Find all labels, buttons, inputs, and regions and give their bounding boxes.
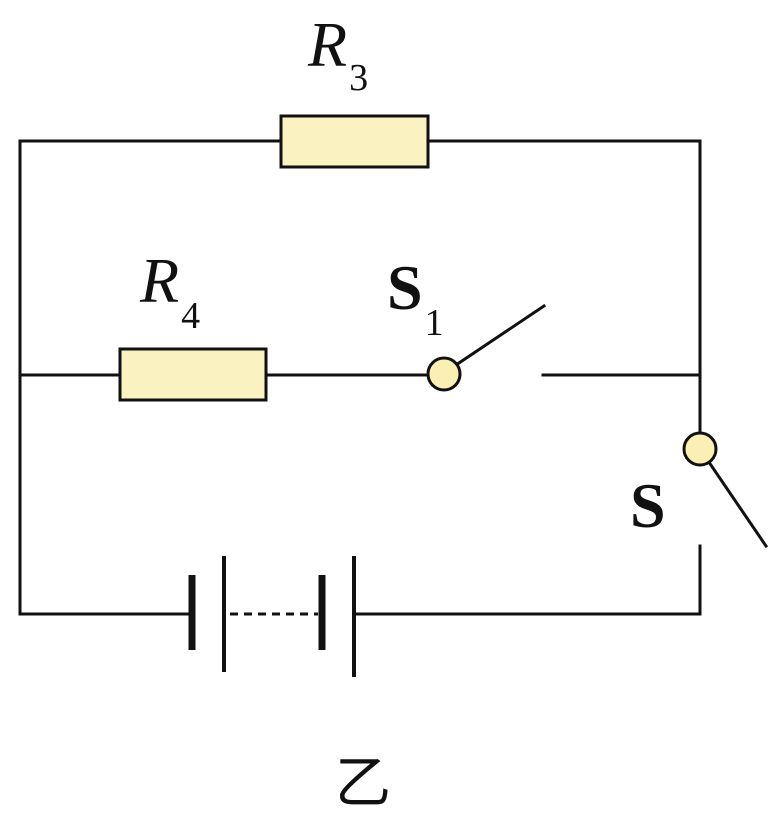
label-r4: R4 [139,245,200,337]
resistor-r4 [118,347,268,402]
resistor-r3 [279,114,430,169]
switch-s1-pivot [426,356,462,392]
switch-s1-blade [441,303,547,376]
label-s: S [630,470,666,541]
figure-caption: 乙 [335,751,391,816]
switch-s-pivot [682,431,718,467]
label-r3: R3 [307,9,368,99]
switch-s-blade [697,446,769,549]
label-s1: S1 [387,252,444,344]
